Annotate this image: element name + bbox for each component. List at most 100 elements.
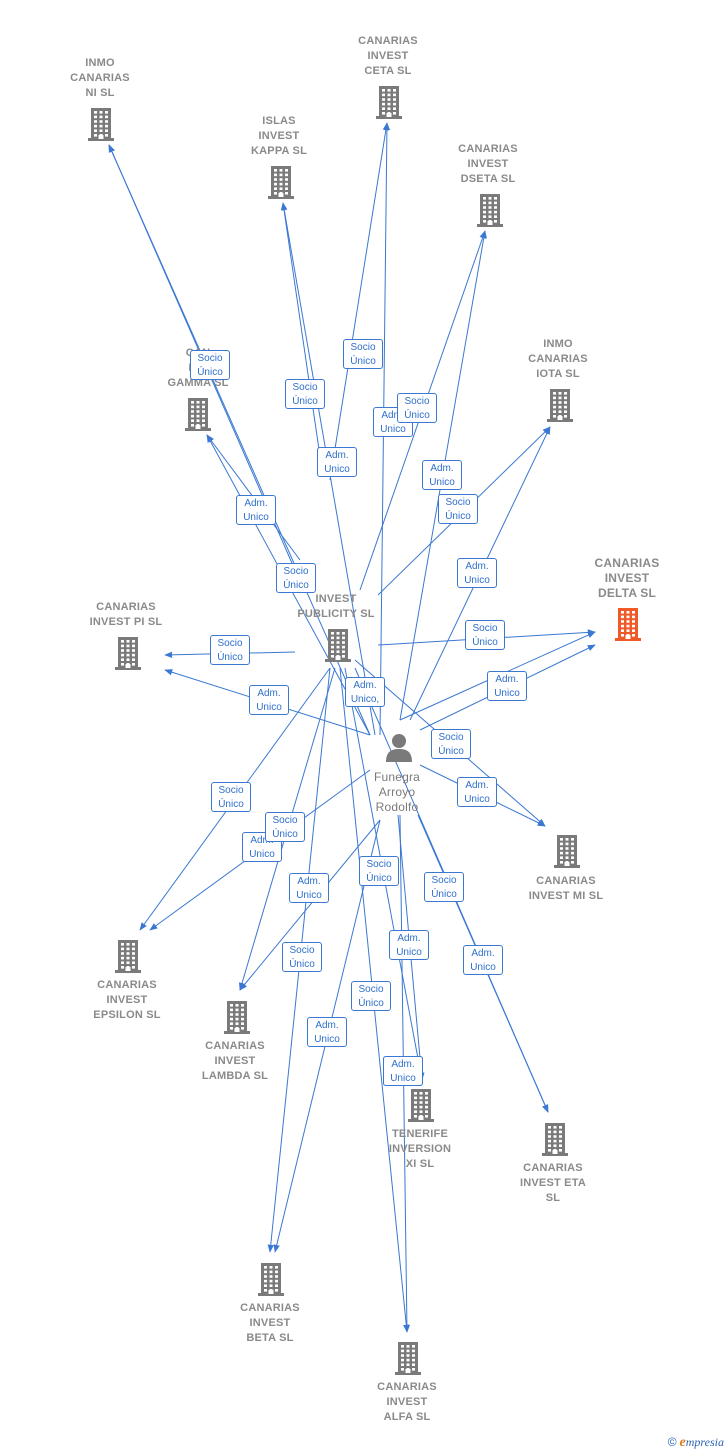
edge-label[interactable]: Socio Único bbox=[282, 942, 322, 972]
company-node[interactable] bbox=[68, 635, 188, 671]
building-icon bbox=[568, 606, 688, 642]
person-icon bbox=[339, 732, 459, 762]
edge-label[interactable]: Socio Único bbox=[424, 872, 464, 902]
edge-label[interactable]: Adm. Unico bbox=[307, 1017, 347, 1047]
building-icon bbox=[329, 84, 449, 120]
node-name: CANARIAS INVEST LAMBDA SL bbox=[201, 1040, 269, 1082]
node-label[interactable]: TENERIFE INVERSION XI SL bbox=[360, 1127, 480, 1172]
edge-label[interactable]: Socio Único bbox=[210, 635, 250, 665]
building-icon bbox=[507, 833, 627, 869]
company-node[interactable] bbox=[278, 627, 398, 663]
edge-label[interactable]: Socio Único bbox=[211, 782, 251, 812]
edge-label[interactable]: Socio Único bbox=[343, 339, 383, 369]
node-label[interactable]: CANARIAS INVEST LAMBDA SL bbox=[175, 1039, 295, 1084]
node-name: INVEST PUBLICITY SL bbox=[297, 593, 375, 620]
node-label[interactable]: Funegra Arroyo Rodolfo bbox=[337, 770, 457, 815]
node-label[interactable]: CANARIAS INVEST EPSILON SL bbox=[67, 978, 187, 1023]
highlighted-company-node[interactable] bbox=[568, 606, 688, 642]
node-label[interactable]: CANARIAS INVEST PI SL bbox=[66, 600, 186, 630]
edge-label[interactable]: Socio Único bbox=[438, 494, 478, 524]
company-node[interactable] bbox=[211, 1261, 331, 1297]
node-label[interactable]: INMO CANARIAS NI SL bbox=[40, 56, 160, 101]
building-icon bbox=[348, 1340, 468, 1376]
building-icon bbox=[221, 164, 341, 200]
edge-label[interactable]: Adm. Unico bbox=[383, 1056, 423, 1086]
node-name: CANARIAS INVEST ETA SL bbox=[520, 1162, 586, 1204]
edge-label[interactable]: Adm. Unico bbox=[487, 671, 527, 701]
edge-label[interactable]: Adm. Unico bbox=[457, 558, 497, 588]
edge-label[interactable]: Adm. Unico bbox=[236, 495, 276, 525]
node-label[interactable]: INMO CANARIAS IOTA SL bbox=[498, 337, 618, 382]
node-name: Funegra Arroyo Rodolfo bbox=[373, 770, 421, 814]
building-icon bbox=[177, 999, 297, 1035]
edge-label[interactable]: Socio Único bbox=[431, 729, 471, 759]
edge-label[interactable]: Socio Único bbox=[397, 393, 437, 423]
edge-label[interactable]: Socio Único bbox=[359, 856, 399, 886]
node-name: CANARIAS INVEST EPSILON SL bbox=[93, 979, 161, 1021]
company-node[interactable] bbox=[221, 164, 341, 200]
person-node[interactable] bbox=[339, 732, 459, 762]
node-name: CANARIAS INVEST DELTA SL bbox=[594, 556, 660, 600]
building-icon bbox=[211, 1261, 331, 1297]
edge-label[interactable]: Adm. Unico bbox=[249, 685, 289, 715]
node-name: CANARIAS INVEST DSETA SL bbox=[458, 143, 518, 185]
building-icon bbox=[430, 192, 550, 228]
relationship-edge bbox=[280, 202, 323, 471]
node-name: CANARIAS INVEST BETA SL bbox=[240, 1302, 300, 1344]
company-node[interactable] bbox=[138, 396, 258, 432]
brand-name: mpresia bbox=[685, 1435, 724, 1449]
building-icon bbox=[361, 1087, 481, 1123]
edge-label[interactable]: Adm. Unico bbox=[317, 447, 357, 477]
node-name: INMO CANARIAS NI SL bbox=[70, 57, 130, 99]
edge-label[interactable]: Adm. Unico bbox=[463, 945, 503, 975]
node-label[interactable]: CANARIAS INVEST ALFA SL bbox=[347, 1380, 467, 1425]
edge-label[interactable]: Socio Único bbox=[351, 981, 391, 1011]
company-node[interactable] bbox=[507, 833, 627, 869]
node-label[interactable]: INVEST PUBLICITY SL bbox=[276, 592, 396, 622]
edge-label[interactable]: Adm. Unico bbox=[289, 873, 329, 903]
node-name: CANARIAS INVEST MI SL bbox=[528, 875, 604, 902]
relationship-edge bbox=[239, 819, 381, 991]
company-node[interactable] bbox=[361, 1087, 481, 1123]
edge-label[interactable]: Socio Único bbox=[276, 563, 316, 593]
company-node[interactable] bbox=[430, 192, 550, 228]
node-name: INMO CANARIAS IOTA SL bbox=[528, 338, 588, 380]
building-icon bbox=[68, 635, 188, 671]
building-icon bbox=[68, 938, 188, 974]
building-icon bbox=[41, 106, 161, 142]
node-name: ISLAS INVEST KAPPA SL bbox=[251, 115, 307, 157]
edge-label[interactable]: Socio Único bbox=[465, 620, 505, 650]
edge-label[interactable]: Socio Único bbox=[285, 379, 325, 409]
node-label[interactable]: CANARIAS INVEST BETA SL bbox=[210, 1301, 330, 1346]
company-node[interactable] bbox=[348, 1340, 468, 1376]
node-name: CANARIAS INVEST PI SL bbox=[89, 601, 163, 628]
edge-label[interactable]: Adm. Unico bbox=[457, 777, 497, 807]
brand-footer[interactable]: ©empresia bbox=[668, 1435, 724, 1451]
company-node[interactable] bbox=[329, 84, 449, 120]
edge-label[interactable]: Adm. Unico bbox=[422, 460, 462, 490]
company-node[interactable] bbox=[41, 106, 161, 142]
relationship-edge bbox=[329, 122, 390, 481]
edge-label[interactable]: Socio Único bbox=[190, 350, 230, 380]
node-label[interactable]: CANARIAS INVEST MI SL bbox=[506, 874, 626, 904]
building-icon bbox=[495, 1121, 615, 1157]
company-node[interactable] bbox=[177, 999, 297, 1035]
company-node[interactable] bbox=[500, 387, 620, 423]
company-node[interactable] bbox=[68, 938, 188, 974]
edge-label[interactable]: Socio Único bbox=[265, 812, 305, 842]
company-node[interactable] bbox=[495, 1121, 615, 1157]
node-label[interactable]: CANARIAS INVEST ETA SL bbox=[493, 1161, 613, 1206]
node-label[interactable]: CANARIAS INVEST CETA SL bbox=[328, 34, 448, 79]
node-label[interactable]: CANARIAS INVEST DSETA SL bbox=[428, 142, 548, 187]
node-label[interactable]: ISLAS INVEST KAPPA SL bbox=[219, 114, 339, 159]
edge-label[interactable]: Adm. Unico, ... bbox=[345, 677, 385, 707]
copyright-symbol: © bbox=[667, 1435, 677, 1449]
node-name: CANARIAS INVEST CETA SL bbox=[358, 35, 418, 77]
building-icon bbox=[278, 627, 398, 663]
building-icon bbox=[500, 387, 620, 423]
brand-initial: e bbox=[679, 1435, 686, 1450]
edge-label[interactable]: Adm. Unico bbox=[389, 930, 429, 960]
node-label[interactable]: CANARIAS INVEST DELTA SL bbox=[567, 556, 687, 601]
node-name: CANARIAS INVEST ALFA SL bbox=[377, 1381, 437, 1423]
